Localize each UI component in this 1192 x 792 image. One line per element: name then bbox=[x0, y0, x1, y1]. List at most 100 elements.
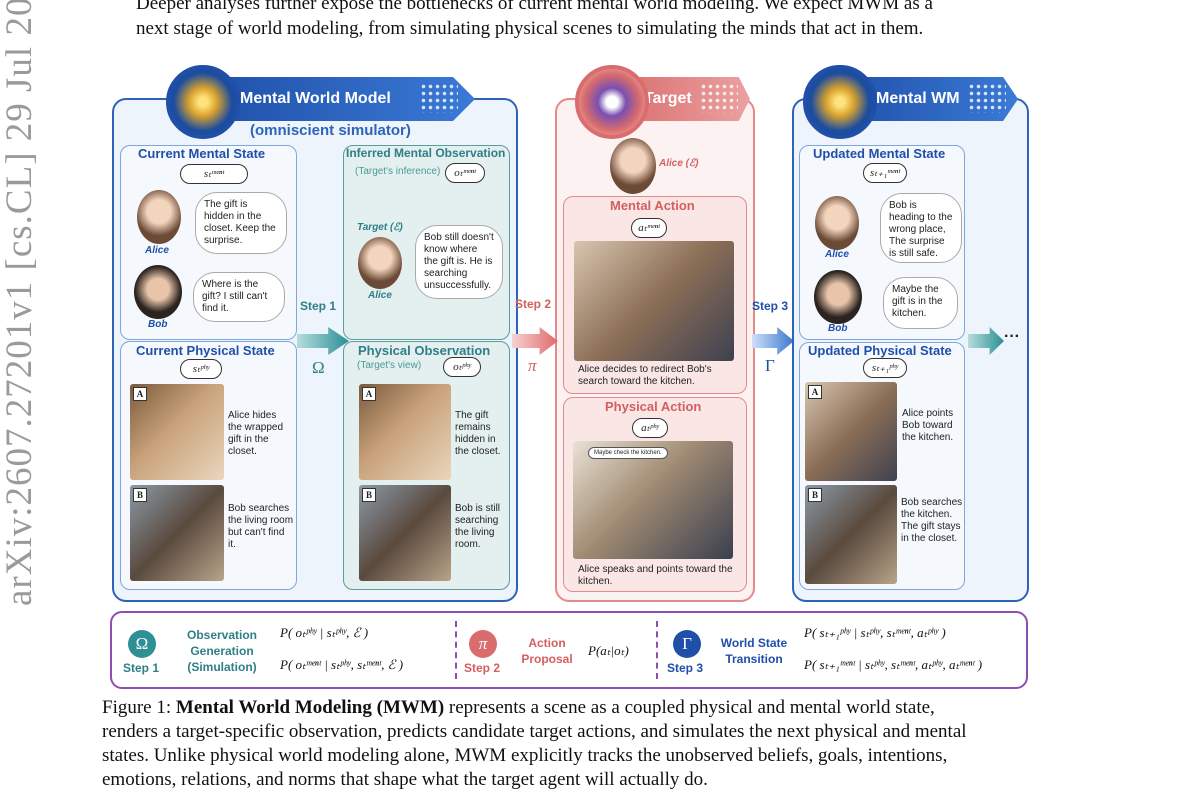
arxiv-identifier: arXiv:2607.27201v1 [cs.CL] 29 Jul 2026 bbox=[0, 0, 40, 606]
caption-line-3: states. Unlike physical world modeling a… bbox=[102, 745, 948, 766]
legend-divider bbox=[656, 621, 658, 679]
step2-formula: P(aₜ|oₜ) bbox=[588, 643, 629, 658]
brain-globe-icon bbox=[166, 65, 240, 139]
caption-line-1: Figure 1: Mental World Modeling (MWM) re… bbox=[102, 696, 1062, 720]
inferred-mental-title: Inferred Mental Observation bbox=[346, 146, 506, 160]
mental-action-photo bbox=[574, 241, 734, 361]
photo-tag-b: B bbox=[362, 488, 376, 502]
intro-line-1: Deeper analyses further expose the bottl… bbox=[136, 0, 933, 14]
step3-arrow bbox=[752, 327, 794, 355]
alice-name: Alice bbox=[145, 245, 169, 256]
step2-legend-icon: π bbox=[469, 630, 497, 658]
photo-tag-a: A bbox=[808, 385, 822, 399]
step2-legend-label: Step 2 bbox=[464, 661, 501, 675]
step2-label: Step 2 bbox=[515, 297, 552, 311]
speech-bubble: Maybe check the kitchen. bbox=[588, 447, 668, 459]
step1-formula-physical: P( oₜᵖʰʸ | sₜᵖʰʸ, ℰ ) bbox=[280, 625, 369, 640]
alice-avatar bbox=[610, 138, 656, 194]
physical-observation-sub: (Target's view) bbox=[357, 360, 422, 371]
bob-name: Bob bbox=[828, 323, 848, 334]
step3-legend-title: World State Transition bbox=[720, 636, 788, 666]
step3-label: Step 3 bbox=[752, 299, 789, 313]
bob-avatar bbox=[134, 265, 182, 319]
caption-label: Figure 1: bbox=[102, 697, 172, 718]
brain-globe-icon bbox=[803, 65, 877, 139]
physical-desc-a: Alice hides the wrapped gift in the clos… bbox=[228, 410, 284, 457]
closet-photo: A bbox=[130, 384, 224, 480]
legend-divider bbox=[455, 621, 457, 679]
physical-action-caption: Alice speaks and points toward the kitch… bbox=[578, 564, 733, 587]
target-header-title: Target bbox=[644, 90, 692, 107]
step1-legend-label: Step 1 bbox=[123, 661, 160, 675]
mental-action-title: Mental Action bbox=[610, 198, 695, 213]
photo-tag-a: A bbox=[133, 387, 147, 401]
inferred-thought-bubble: Bob still doesn't know where the gift is… bbox=[415, 225, 503, 299]
step2-arrow bbox=[512, 327, 558, 355]
alice-target-avatar bbox=[358, 237, 402, 289]
mental-action-symbol: aₜᵐᵉⁿᵗ bbox=[631, 218, 667, 238]
alice-name: Alice bbox=[825, 249, 849, 260]
physical-observation-title: Physical Observation bbox=[358, 343, 491, 358]
intro-line-2: next stage of world modeling, from simul… bbox=[136, 18, 924, 39]
living-room-photo: B bbox=[130, 485, 224, 581]
updated-physical-symbol: sₜ₊₁ᵖʰʸ bbox=[863, 358, 907, 378]
ellipsis: ··· bbox=[1004, 328, 1020, 345]
mental-wm-header-title: Mental WM bbox=[876, 90, 960, 107]
caption-bold-term: Mental World Modeling (MWM) bbox=[175, 697, 445, 718]
physical-action-symbol: aₜᵖʰʸ bbox=[632, 418, 668, 438]
mwm-header-title: Mental World Model bbox=[240, 90, 391, 107]
closet-view-photo: A bbox=[359, 384, 451, 480]
mental-action-caption: Alice decides to redirect Bob's search t… bbox=[578, 364, 712, 387]
inferred-mental-symbol: oₜᵐᵉⁿᵗ bbox=[445, 163, 485, 183]
updated-mental-state-title: Updated Mental State bbox=[813, 146, 946, 161]
alice-avatar bbox=[137, 190, 181, 244]
step2-legend-title: Action Proposal bbox=[521, 636, 573, 666]
step2-symbol: π bbox=[528, 356, 537, 375]
updated-mental-symbol: sₜ₊₁ᵐᵉⁿᵗ bbox=[863, 163, 907, 183]
updated-physical-state-title: Updated Physical State bbox=[808, 343, 952, 358]
kitchen-search-photo: B bbox=[805, 485, 897, 584]
step1-formula-mental: P( oₜᵐᵉⁿᵗ | sₜᵖʰʸ, sₜᵐᵉⁿᵗ, ℰ ) bbox=[280, 657, 404, 672]
current-mental-state-title: Current Mental State bbox=[138, 146, 266, 161]
updated-desc-a: Alice points Bob toward the kitchen. bbox=[902, 408, 954, 443]
step1-legend-title: Observation Generation (Simulation) bbox=[186, 628, 258, 674]
current-physical-state-title: Current Physical State bbox=[136, 343, 275, 358]
dots-decoration bbox=[968, 83, 1006, 113]
step1-legend-icon: Ω bbox=[128, 630, 156, 658]
photo-tag-a: A bbox=[362, 387, 376, 401]
photo-tag-b: B bbox=[808, 488, 822, 502]
physical-desc-b: Bob searches the living room but can't f… bbox=[228, 503, 294, 550]
step3-formula-mental: P( sₜ₊₁ᵐᵉⁿᵗ | sₜᵖʰʸ, sₜᵐᵉⁿᵗ, aₜᵖʰʸ, aₜᵐᵉ… bbox=[804, 657, 983, 672]
bob-thought-bubble: Where is the gift? I still can't find it… bbox=[193, 272, 285, 322]
alice-updated-thought: Bob is heading to the wrong place, The s… bbox=[880, 193, 962, 263]
step3-legend-label: Step 3 bbox=[667, 661, 704, 675]
step1-label: Step 1 bbox=[300, 299, 337, 313]
inferred-mental-sub: (Target's inference) bbox=[355, 166, 441, 177]
photo-tag-b: B bbox=[133, 488, 147, 502]
alice-thought-bubble: The gift is hidden in the closet. Keep t… bbox=[195, 192, 287, 254]
dots-decoration bbox=[700, 83, 738, 113]
bob-updated-thought: Maybe the gift is in the kitchen. bbox=[883, 277, 958, 329]
physical-action-title: Physical Action bbox=[605, 399, 702, 414]
physical-action-photo bbox=[573, 441, 733, 559]
living-room-view-photo: B bbox=[359, 485, 451, 581]
observation-desc-b: Bob is still searching the living room. bbox=[455, 503, 501, 550]
bob-avatar bbox=[814, 270, 862, 324]
updated-desc-b: Bob searches the kitchen. The gift stays… bbox=[901, 497, 963, 544]
caption-line-4: emotions, relations, and norms that shap… bbox=[102, 769, 708, 790]
alice-avatar bbox=[815, 196, 859, 250]
target-icon bbox=[575, 65, 649, 139]
step1-symbol: Ω bbox=[312, 358, 325, 377]
bob-name: Bob bbox=[148, 319, 168, 330]
step3-symbol: Γ bbox=[765, 356, 775, 375]
step3-formula-physical: P( sₜ₊₁ᵖʰʸ | sₜᵖʰʸ, sₜᵐᵉⁿᵗ, aₜᵖʰʸ ) bbox=[804, 625, 946, 640]
current-physical-symbol: sₜᵖʰʸ bbox=[180, 359, 222, 379]
step-legend: Ω Step 1 Observation Generation (Simulat… bbox=[110, 611, 1028, 689]
target-label: Target (ℰ) bbox=[357, 222, 403, 233]
current-mental-symbol: sₜᵐᵉⁿᵗ bbox=[180, 164, 248, 184]
step3-legend-icon: Γ bbox=[673, 630, 701, 658]
caption-line-1-rest: represents a scene as a coupled physical… bbox=[448, 697, 935, 718]
caption-line-2: renders a target-specific observation, p… bbox=[102, 721, 967, 742]
alice-target-label: Alice (ℰ) bbox=[659, 158, 699, 169]
mwm-subtitle: (omniscient simulator) bbox=[250, 122, 411, 139]
